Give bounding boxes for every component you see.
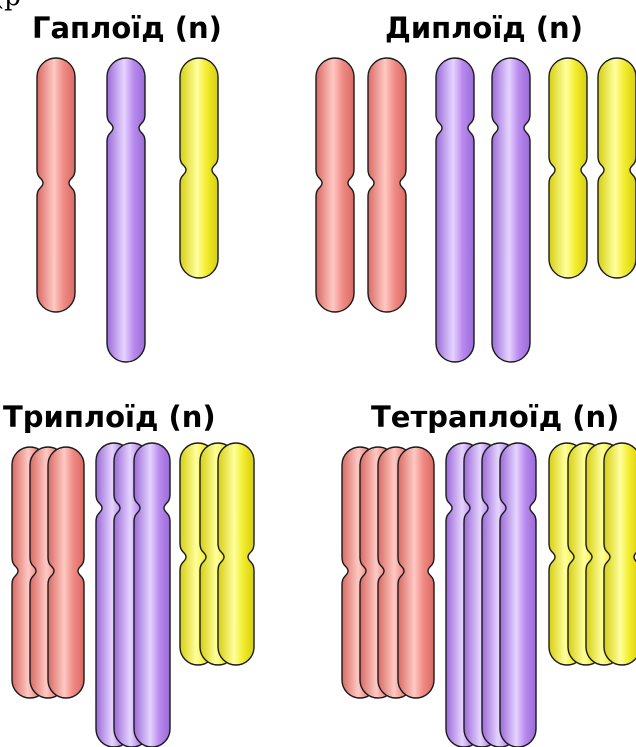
diploid-yellow-chromosome-1 [549, 58, 587, 278]
haploid-purple-chromosome-1 [107, 58, 145, 362]
tetraploid-purple-chromosome-4 [500, 443, 536, 747]
diploid-red-chromosome-1 [316, 58, 354, 312]
haploid-red-chromosome-1 [37, 58, 75, 312]
triploid-purple-chromosome-3 [134, 443, 170, 747]
triploid-yellow-chromosome-3 [218, 443, 254, 665]
diploid-purple-chromosome-1 [436, 58, 474, 362]
diploid-purple-chromosome-2 [492, 58, 530, 362]
haploid-yellow-chromosome-1 [180, 58, 218, 278]
diploid-yellow-chromosome-2 [598, 58, 636, 278]
triploid-red-chromosome-3 [48, 447, 84, 698]
diploid-red-chromosome-2 [368, 58, 406, 312]
tetraploid-yellow-chromosome-4 [604, 443, 636, 665]
tetraploid-red-chromosome-4 [398, 447, 434, 698]
